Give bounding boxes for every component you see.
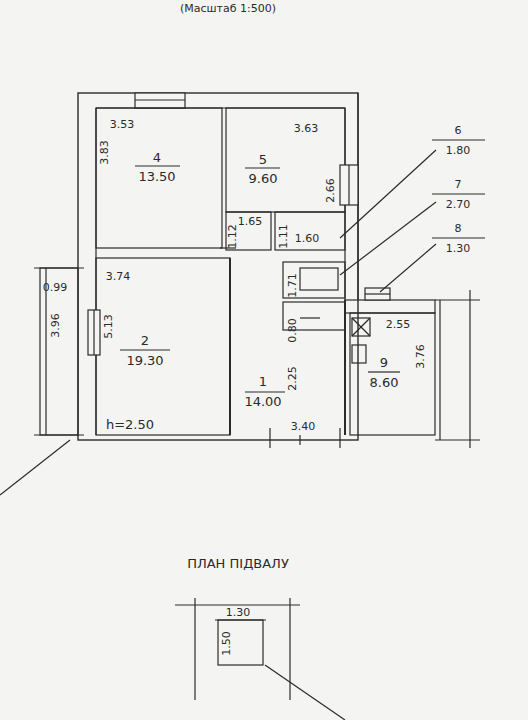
dimension-label: 6	[455, 125, 462, 136]
dimension-label: 2.25	[287, 366, 298, 391]
dimension-label: 5	[259, 153, 267, 166]
scale-caption: (Масштаб 1:500)	[180, 3, 276, 14]
dimension-label: 2.70	[446, 199, 471, 210]
dimension-label: 1.30	[226, 607, 251, 618]
dimension-label: 3.53	[110, 119, 135, 130]
dimension-label: 8.60	[370, 376, 399, 389]
dimension-label: 3.83	[99, 140, 110, 165]
dimension-label: 2.55	[386, 319, 411, 330]
dimension-label: 9	[380, 356, 388, 369]
dimension-label: 1.60	[295, 233, 320, 244]
dimension-label: 19.30	[126, 354, 163, 367]
dimension-label: 0.99	[43, 282, 68, 293]
dimension-label: 14.00	[244, 395, 281, 408]
dimension-label: 3.96	[50, 313, 61, 338]
dimension-label: 4	[153, 151, 161, 164]
dimension-label: 1.50	[221, 631, 232, 656]
dimension-label: 8	[455, 223, 462, 234]
dimension-label: 1.30	[446, 243, 471, 254]
dimension-label: 1.80	[446, 145, 471, 156]
dimension-label: 13.50	[138, 170, 175, 183]
dimension-label: 1.65	[238, 216, 263, 227]
dimension-label: h=2.50	[106, 418, 154, 431]
dimension-label: 2	[141, 334, 149, 347]
dimension-label: 1	[259, 375, 267, 388]
dimension-label: 3.74	[106, 271, 131, 282]
dimension-label: 7	[455, 179, 462, 190]
dimension-label: 3.76	[415, 344, 426, 369]
dimension-label: ПЛАН ПІДВАЛУ	[187, 557, 289, 570]
dimension-label: 9.60	[249, 172, 278, 185]
dimension-label: 2.66	[325, 178, 336, 203]
dimension-label: 1.12	[227, 224, 238, 249]
dimension-label: 3.40	[291, 421, 316, 432]
dimension-label: 1.11	[278, 224, 289, 249]
dimension-label: 3.63	[294, 123, 319, 134]
dimension-label: 5.13	[103, 314, 114, 339]
dimension-label: 1.71	[287, 273, 298, 298]
dimension-label: 0.80	[287, 318, 298, 343]
